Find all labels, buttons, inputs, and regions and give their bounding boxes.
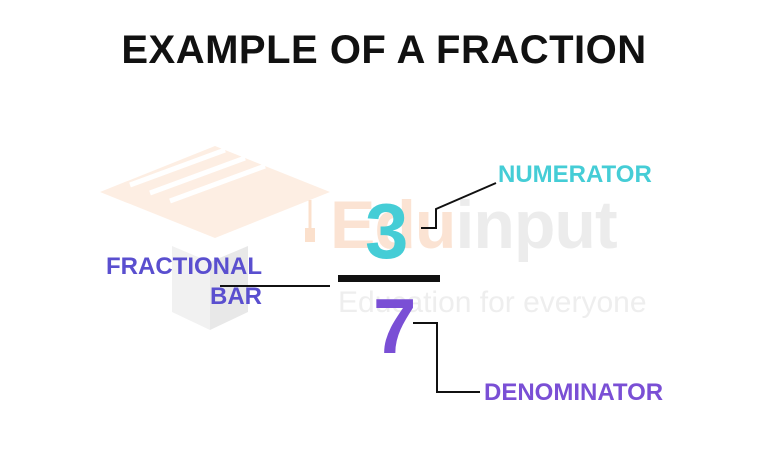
numerator-leader-line <box>421 182 497 229</box>
denominator-leader-line <box>413 322 480 393</box>
fractional-bar-label-line2: BAR <box>209 283 262 310</box>
watermark-brand-input: input <box>455 187 617 263</box>
numerator-digit: 3 <box>365 187 409 275</box>
watermark-tagline: Education for everyone <box>338 286 647 319</box>
fractional-bar-label-line1: FRACTIONAL <box>106 253 262 280</box>
denominator-digit: 7 <box>373 282 417 370</box>
fraction-bar <box>338 275 440 282</box>
numerator-label: NUMERATOR <box>498 161 652 188</box>
fractional-bar-label: FRACTIONAL BAR <box>106 253 262 311</box>
page-title: EXAMPLE OF A FRACTION <box>121 28 647 72</box>
watermark-brand: Eduinput <box>330 186 618 264</box>
denominator-label: DENOMINATOR <box>484 379 664 406</box>
